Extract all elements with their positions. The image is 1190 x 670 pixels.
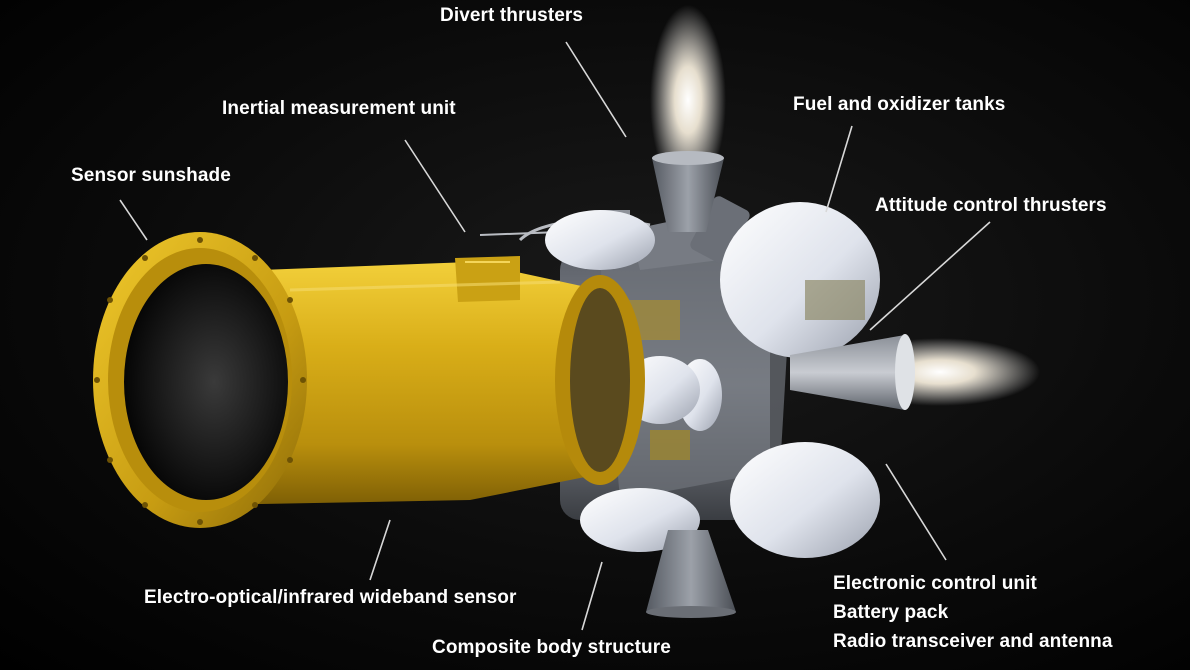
- fuel-oxidizer-tanks: [545, 202, 880, 558]
- label-sensor-sunshade: Sensor sunshade: [71, 165, 231, 186]
- label-composite-body-structure: Composite body structure: [432, 637, 671, 658]
- label-fuel-oxidizer-tanks: Fuel and oxidizer tanks: [793, 94, 1006, 115]
- label-inertial-measurement-unit: Inertial measurement unit: [222, 98, 456, 119]
- divert-thruster-plume-top: [650, 5, 726, 195]
- leader-fuel-tanks: [825, 125, 853, 213]
- divert-thruster-nozzle-top: [652, 151, 724, 232]
- label-group-electronics: Electronic control unit Battery pack Rad…: [833, 574, 1113, 661]
- leader-imu: [404, 139, 466, 233]
- leader-attitude-thrusters: [869, 221, 991, 331]
- attitude-thruster-nozzle-right: [790, 334, 915, 410]
- leader-ecu: [885, 463, 947, 561]
- label-eo-ir-wideband-sensor: Electro-optical/infrared wideband sensor: [144, 587, 517, 608]
- leader-composite-body: [581, 561, 603, 631]
- label-divert-thrusters: Divert thrusters: [440, 5, 584, 26]
- label-attitude-control-thrusters: Attitude control thrusters: [875, 195, 1107, 216]
- label-battery-pack: Battery pack: [833, 602, 949, 623]
- leader-sensor-sunshade: [119, 199, 148, 241]
- label-electronic-control-unit: Electronic control unit: [833, 573, 1037, 594]
- leader-divert-thrusters: [565, 41, 627, 138]
- leader-eo-ir-sensor: [369, 519, 391, 581]
- sensor-sunshade-ring: [93, 232, 307, 528]
- eo-ir-sensor-tube: [210, 256, 645, 505]
- divert-thruster-nozzle-bottom: [646, 530, 736, 618]
- label-radio-transceiver-antenna: Radio transceiver and antenna: [833, 631, 1113, 652]
